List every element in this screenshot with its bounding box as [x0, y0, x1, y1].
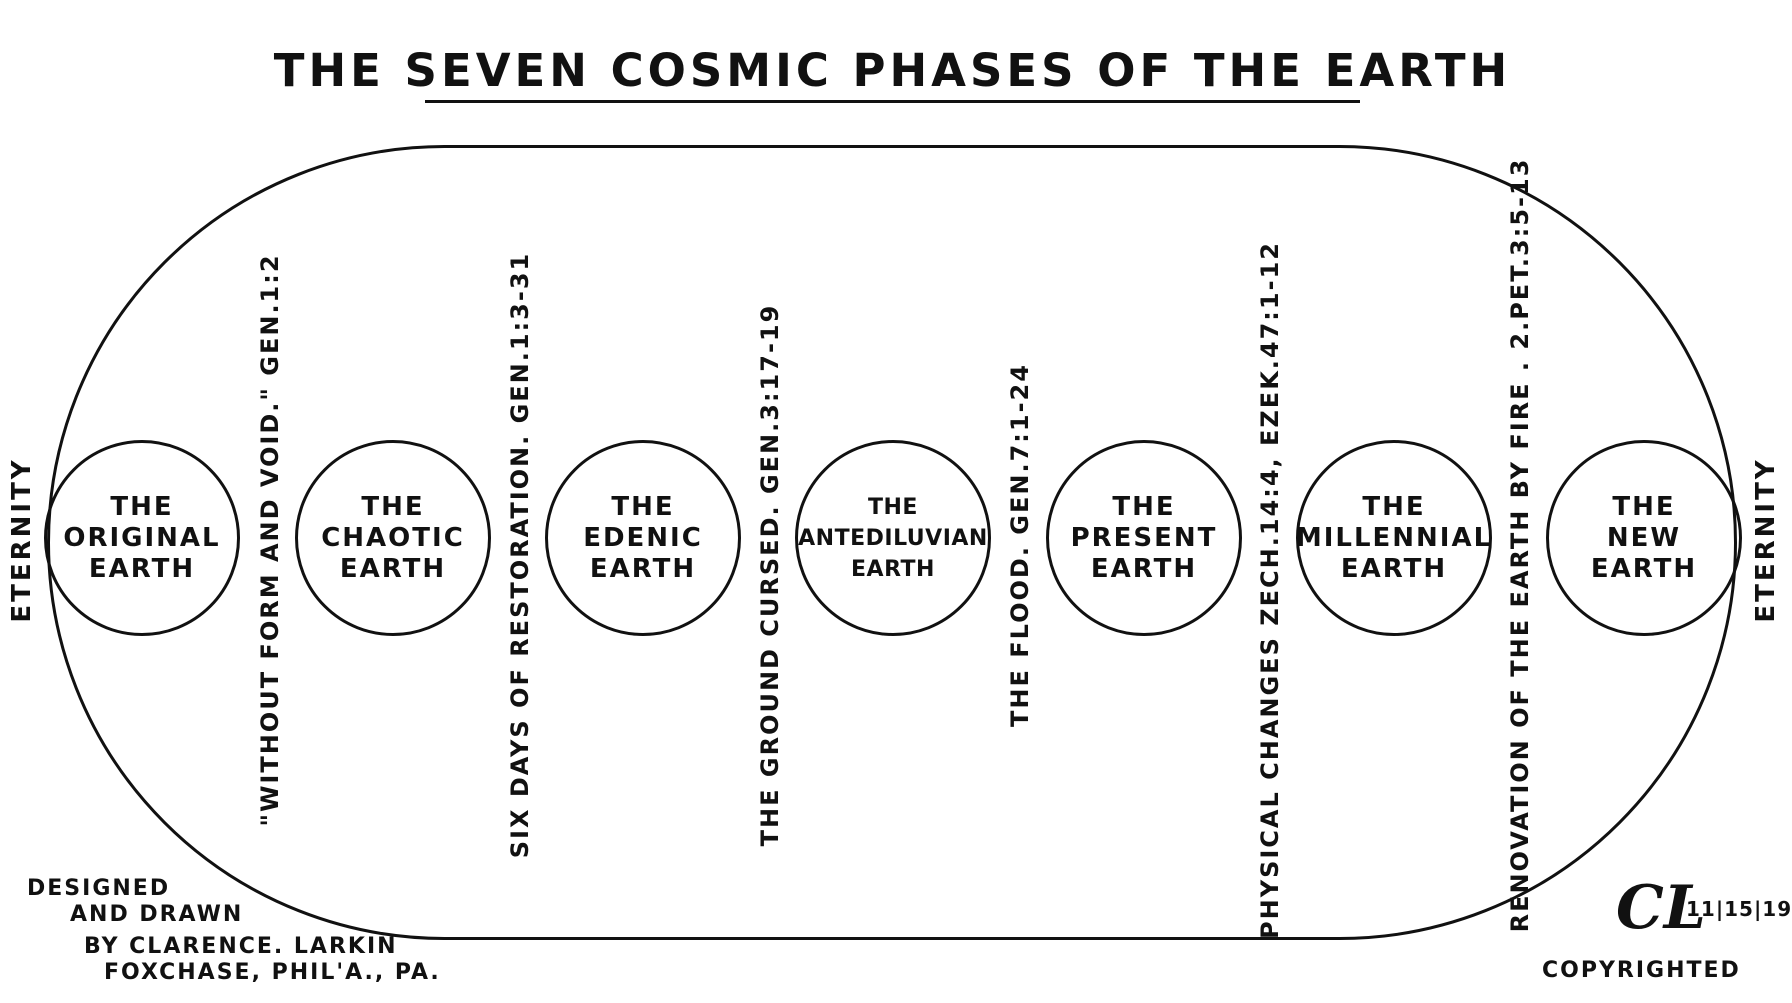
phase-label: THE NEW EARTH	[1590, 491, 1698, 584]
credit-line-1: DESIGNED	[27, 876, 171, 901]
eternity-right-label: ETERNITY	[1751, 457, 1781, 623]
transition-label: "WITHOUT FORM AND VOID." GEN.1:2	[256, 253, 284, 827]
phase-original-earth: THE ORIGINAL EARTH	[44, 440, 240, 636]
transition-label: PHYSICAL CHANGES ZECH.14:4, EZEK.47:1-12	[1256, 241, 1284, 939]
phase-edenic-earth: THE EDENIC EARTH	[545, 440, 741, 636]
credit-line-4: FOXCHASE, PHIL'A., PA.	[104, 960, 441, 985]
phase-label: THE PRESENT EARTH	[1070, 491, 1218, 584]
drawing-date: 11|15|19	[1686, 897, 1792, 921]
phase-label: THE ORIGINAL EARTH	[63, 491, 221, 584]
phase-label: THE ANTEDILUVIAN EARTH	[798, 494, 988, 582]
phase-label: THE MILLENNIAL EARTH	[1295, 491, 1493, 584]
diagram-title: THE SEVEN COSMIC PHASES OF THE EARTH	[273, 44, 1512, 97]
phase-chaotic-earth: THE CHAOTIC EARTH	[295, 440, 491, 636]
phase-new-earth: THE NEW EARTH	[1546, 440, 1742, 636]
phase-antediluvian-earth: THE ANTEDILUVIAN EARTH	[795, 440, 991, 636]
monogram-seal: CL	[1616, 873, 1706, 943]
credit-line-2: AND DRAWN	[70, 902, 244, 927]
transition-label: SIX DAYS OF RESTORATION. GEN.1:3-31	[506, 251, 534, 859]
phase-label: THE CHAOTIC EARTH	[321, 491, 465, 584]
eternity-left-label: ETERNITY	[7, 457, 37, 623]
transition-label: THE GROUND CURSED. GEN.3:17-19	[756, 303, 784, 847]
phase-millennial-earth: THE MILLENNIAL EARTH	[1296, 440, 1492, 636]
title-underline	[425, 100, 1360, 103]
transition-label: RENOVATION OF THE EARTH BY FIRE . 2.PET.…	[1506, 157, 1534, 933]
copyright-notice: COPYRIGHTED	[1542, 958, 1741, 983]
phase-label: THE EDENIC EARTH	[583, 491, 703, 584]
phase-present-earth: THE PRESENT EARTH	[1046, 440, 1242, 636]
credit-line-3: BY CLARENCE. LARKIN	[84, 934, 398, 959]
transition-label: THE FLOOD. GEN.7:1-24	[1006, 363, 1034, 727]
